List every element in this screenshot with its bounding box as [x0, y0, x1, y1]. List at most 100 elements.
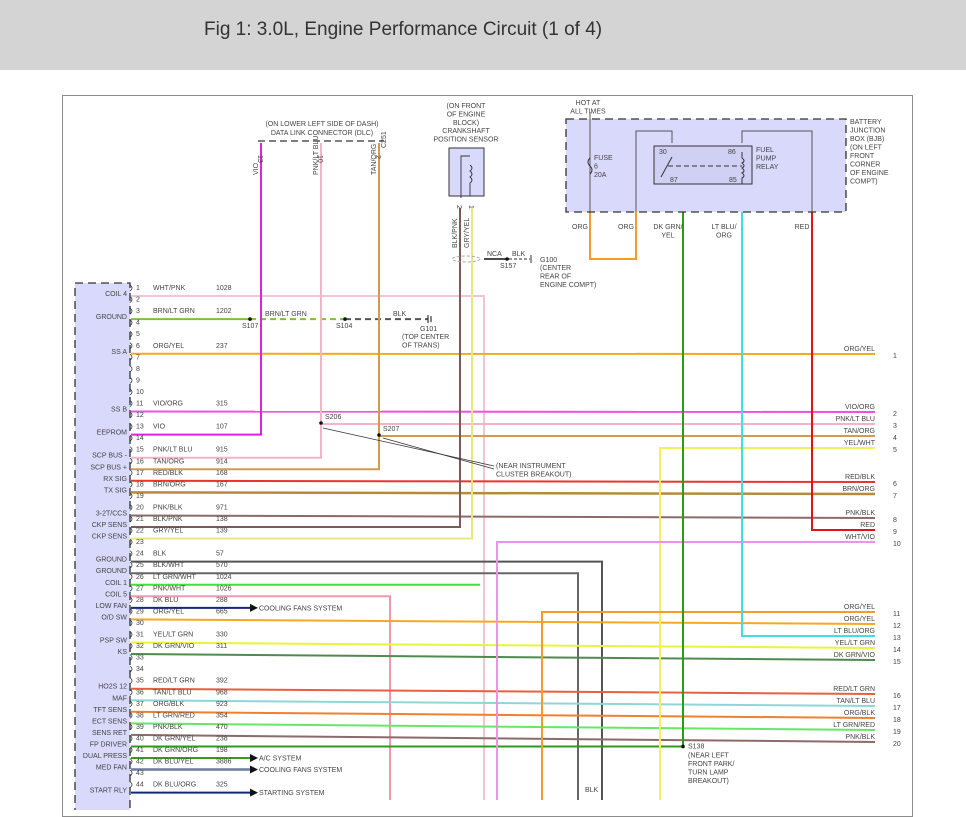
right-pin-number: 13: [893, 635, 901, 642]
pin-number: 3: [136, 308, 140, 315]
circuit-number-label: 570: [216, 562, 228, 569]
ckp-sensor-body: [449, 148, 484, 196]
wire-color-label: BLK: [585, 787, 599, 794]
pin-function-label: COIL 1: [105, 580, 127, 587]
bjb-name-label: BATTERY: [850, 119, 882, 126]
pin-number: 8: [136, 366, 140, 373]
dlc-location-label: (ON LOWER LEFT SIDE OF DASH): [265, 121, 378, 128]
circuit-number-label: 1024: [216, 574, 232, 581]
fuel-pump-relay: [654, 146, 752, 184]
right-wire-color-label: ORG/YEL: [844, 616, 875, 623]
wire-color-label: TAN/ORG: [371, 144, 378, 175]
right-pin-number: 6: [893, 481, 897, 488]
pin-number: 37: [136, 701, 144, 708]
pin-number: 5: [136, 331, 140, 338]
wire-color-label: BLK/WHT: [153, 562, 185, 569]
pin-function-label: HO2S 12: [98, 684, 127, 691]
pin-function-label: MED FAN: [96, 765, 127, 772]
circuit-number-label: 968: [216, 689, 228, 696]
pin-function-label: EEPROM: [97, 430, 128, 437]
pin-terminal-icon: [130, 678, 132, 684]
ground-location-label: OF TRANS): [402, 343, 440, 350]
bjb-name-label: (ON LEFT: [850, 145, 883, 152]
right-wire-color-label: RED: [860, 522, 875, 529]
pin-function-label: COIL 4: [105, 291, 127, 298]
circuit-number-label: 198: [216, 747, 228, 754]
pin-function-label: O/D SW: [101, 614, 127, 621]
pin-number: 41: [136, 747, 144, 754]
relay-name-label: PUMP: [756, 156, 777, 163]
circuit-number-label: 665: [216, 608, 228, 615]
bjb-wire-label: RED: [795, 224, 810, 231]
ground-label: G101: [420, 326, 437, 333]
pin-number: 13: [136, 424, 144, 431]
wire-color-label: ORG/BLK: [153, 701, 184, 708]
destination-label: COOLING FANS SYSTEM: [259, 605, 342, 612]
splice-s206: [319, 421, 323, 425]
pin-function-label: LOW FAN: [95, 603, 127, 610]
circuit-number-label: 139: [216, 528, 228, 535]
ground-label: G100: [540, 257, 557, 264]
circuit-number-label: 3886: [216, 759, 232, 766]
pin-number: 32: [136, 643, 144, 650]
wire-color-label: RED/LT GRN: [153, 678, 195, 685]
circuit-number-label: 923: [216, 701, 228, 708]
splice-note-label: (NEAR INSTRUMENT: [496, 463, 566, 470]
pin-number: 23: [136, 539, 144, 546]
bjb-name-label: COMPT): [850, 179, 878, 186]
circuit-number-label: 167: [216, 481, 228, 488]
pin-number: 42: [136, 759, 144, 766]
pin-function-label: CKP SENS: [92, 534, 128, 541]
bjb-wire-label: ORG: [618, 224, 634, 231]
right-wire-color-label: ORG/BLK: [844, 710, 875, 717]
right-pin-number: 9: [893, 529, 897, 536]
right-wire-color-label: LT GRN/RED: [833, 722, 875, 729]
ground-location-label: (TOP CENTER: [402, 334, 449, 341]
wire-pin24: [131, 562, 602, 800]
wire-color-label: GRY/YEL: [464, 218, 471, 248]
circuit-number-label: 57: [216, 551, 224, 558]
wire-color-label: GRY/YEL: [153, 528, 183, 535]
pin-function-label: SS B: [111, 407, 127, 414]
pin-number: 11: [136, 401, 143, 408]
pin-number: 24: [136, 551, 144, 558]
right-pin-number: 20: [893, 741, 901, 748]
shield-icon: [452, 256, 480, 262]
wire-pin21: [131, 208, 460, 527]
splice-label: S206: [325, 414, 341, 421]
wire-color-label: VIO: [253, 162, 260, 175]
right-pin-number: 16: [893, 693, 901, 700]
nca-label: NCA: [487, 251, 502, 258]
pin-number: 20: [136, 504, 144, 511]
pin-number: 43: [136, 770, 144, 777]
right-wire-color-label: LT BLU/ORG: [834, 628, 875, 635]
splice-label: S107: [242, 323, 258, 330]
wire-color-label: ORG/YEL: [153, 608, 184, 615]
circuit-number-label: 971: [216, 504, 228, 511]
wire-pin11: [131, 412, 875, 413]
wire-color-label: PNK/LT BLU: [313, 136, 320, 175]
pin-number: 31: [136, 632, 144, 639]
circuit-number-label: 330: [216, 632, 228, 639]
wire-pin15: [131, 143, 321, 458]
wire-color-label: ORG/YEL: [153, 343, 184, 350]
pin-number: 17: [136, 470, 144, 477]
bjb-wire-label: ORG: [572, 224, 588, 231]
pin-number: 14: [136, 435, 144, 442]
hot-at-all-times-label: HOT AT: [576, 100, 601, 107]
wire-pin35: [131, 689, 875, 694]
fuse-label: 20A: [594, 172, 607, 179]
circuit-number-label: 1026: [216, 585, 232, 592]
splice-label: S138: [688, 743, 704, 750]
wire-color-label: DK BLU: [153, 597, 178, 604]
wire-color-label: LT GRN/WHT: [153, 574, 197, 581]
wires-layer: [75, 112, 875, 810]
circuit-number-label: 1028: [216, 285, 232, 292]
pin-number: 34: [136, 666, 144, 673]
right-pin-number: 14: [893, 647, 901, 654]
pin-number: 6: [136, 343, 140, 350]
circuit-number-label: 238: [216, 735, 228, 742]
pin-number: 36: [136, 689, 144, 696]
pin-number: 9: [136, 377, 140, 384]
